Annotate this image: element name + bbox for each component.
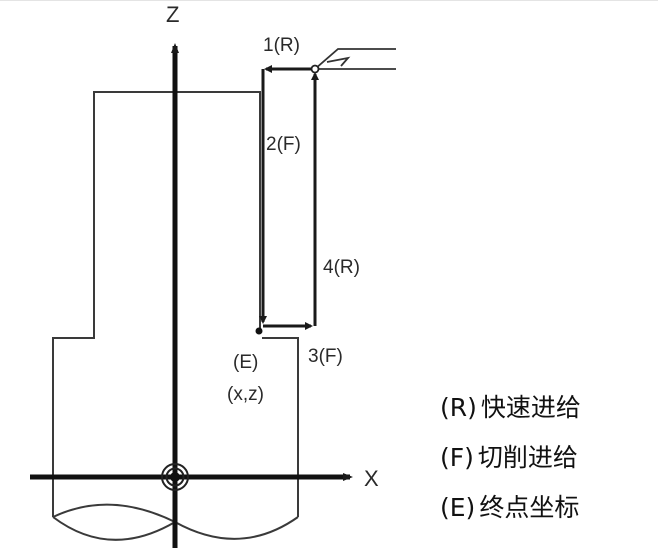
step-1-label: 1(R) — [263, 35, 300, 56]
legend-key: (F) — [440, 443, 474, 472]
end-point-coords: (x,z) — [227, 384, 264, 405]
origin-symbol — [161, 463, 189, 491]
end-point-marker — [255, 327, 263, 335]
legend-text: 快速进给 — [480, 393, 581, 422]
legend-item-endpoint: (E)终点坐标 — [440, 488, 581, 538]
tool-path — [259, 65, 319, 330]
legend-key: (R) — [440, 393, 477, 422]
x-axis-label: X — [364, 466, 379, 491]
legend: (R)快速进给 (F)切削进给 (E)终点坐标 — [440, 388, 581, 538]
workpiece-left-profile — [52, 91, 261, 517]
legend-key: (E) — [440, 493, 476, 522]
legend-text: 终点坐标 — [479, 493, 580, 522]
step-3-label: 3(F) — [308, 346, 343, 367]
step-2-label: 2(F) — [266, 134, 301, 155]
z-axis-label: Z — [166, 2, 179, 27]
end-point-label: (E) — [233, 352, 258, 373]
workpiece-right-profile — [262, 337, 299, 517]
step-4-label: 4(R) — [323, 257, 360, 278]
legend-item-feed: (F)切削进给 — [440, 438, 581, 488]
workpiece-break-curve-upper — [52, 503, 176, 523]
cutting-tool-icon — [310, 48, 396, 74]
legend-item-rapid: (R)快速进给 — [440, 388, 581, 438]
legend-text: 切削进给 — [477, 443, 578, 472]
top-border — [0, 0, 658, 1]
